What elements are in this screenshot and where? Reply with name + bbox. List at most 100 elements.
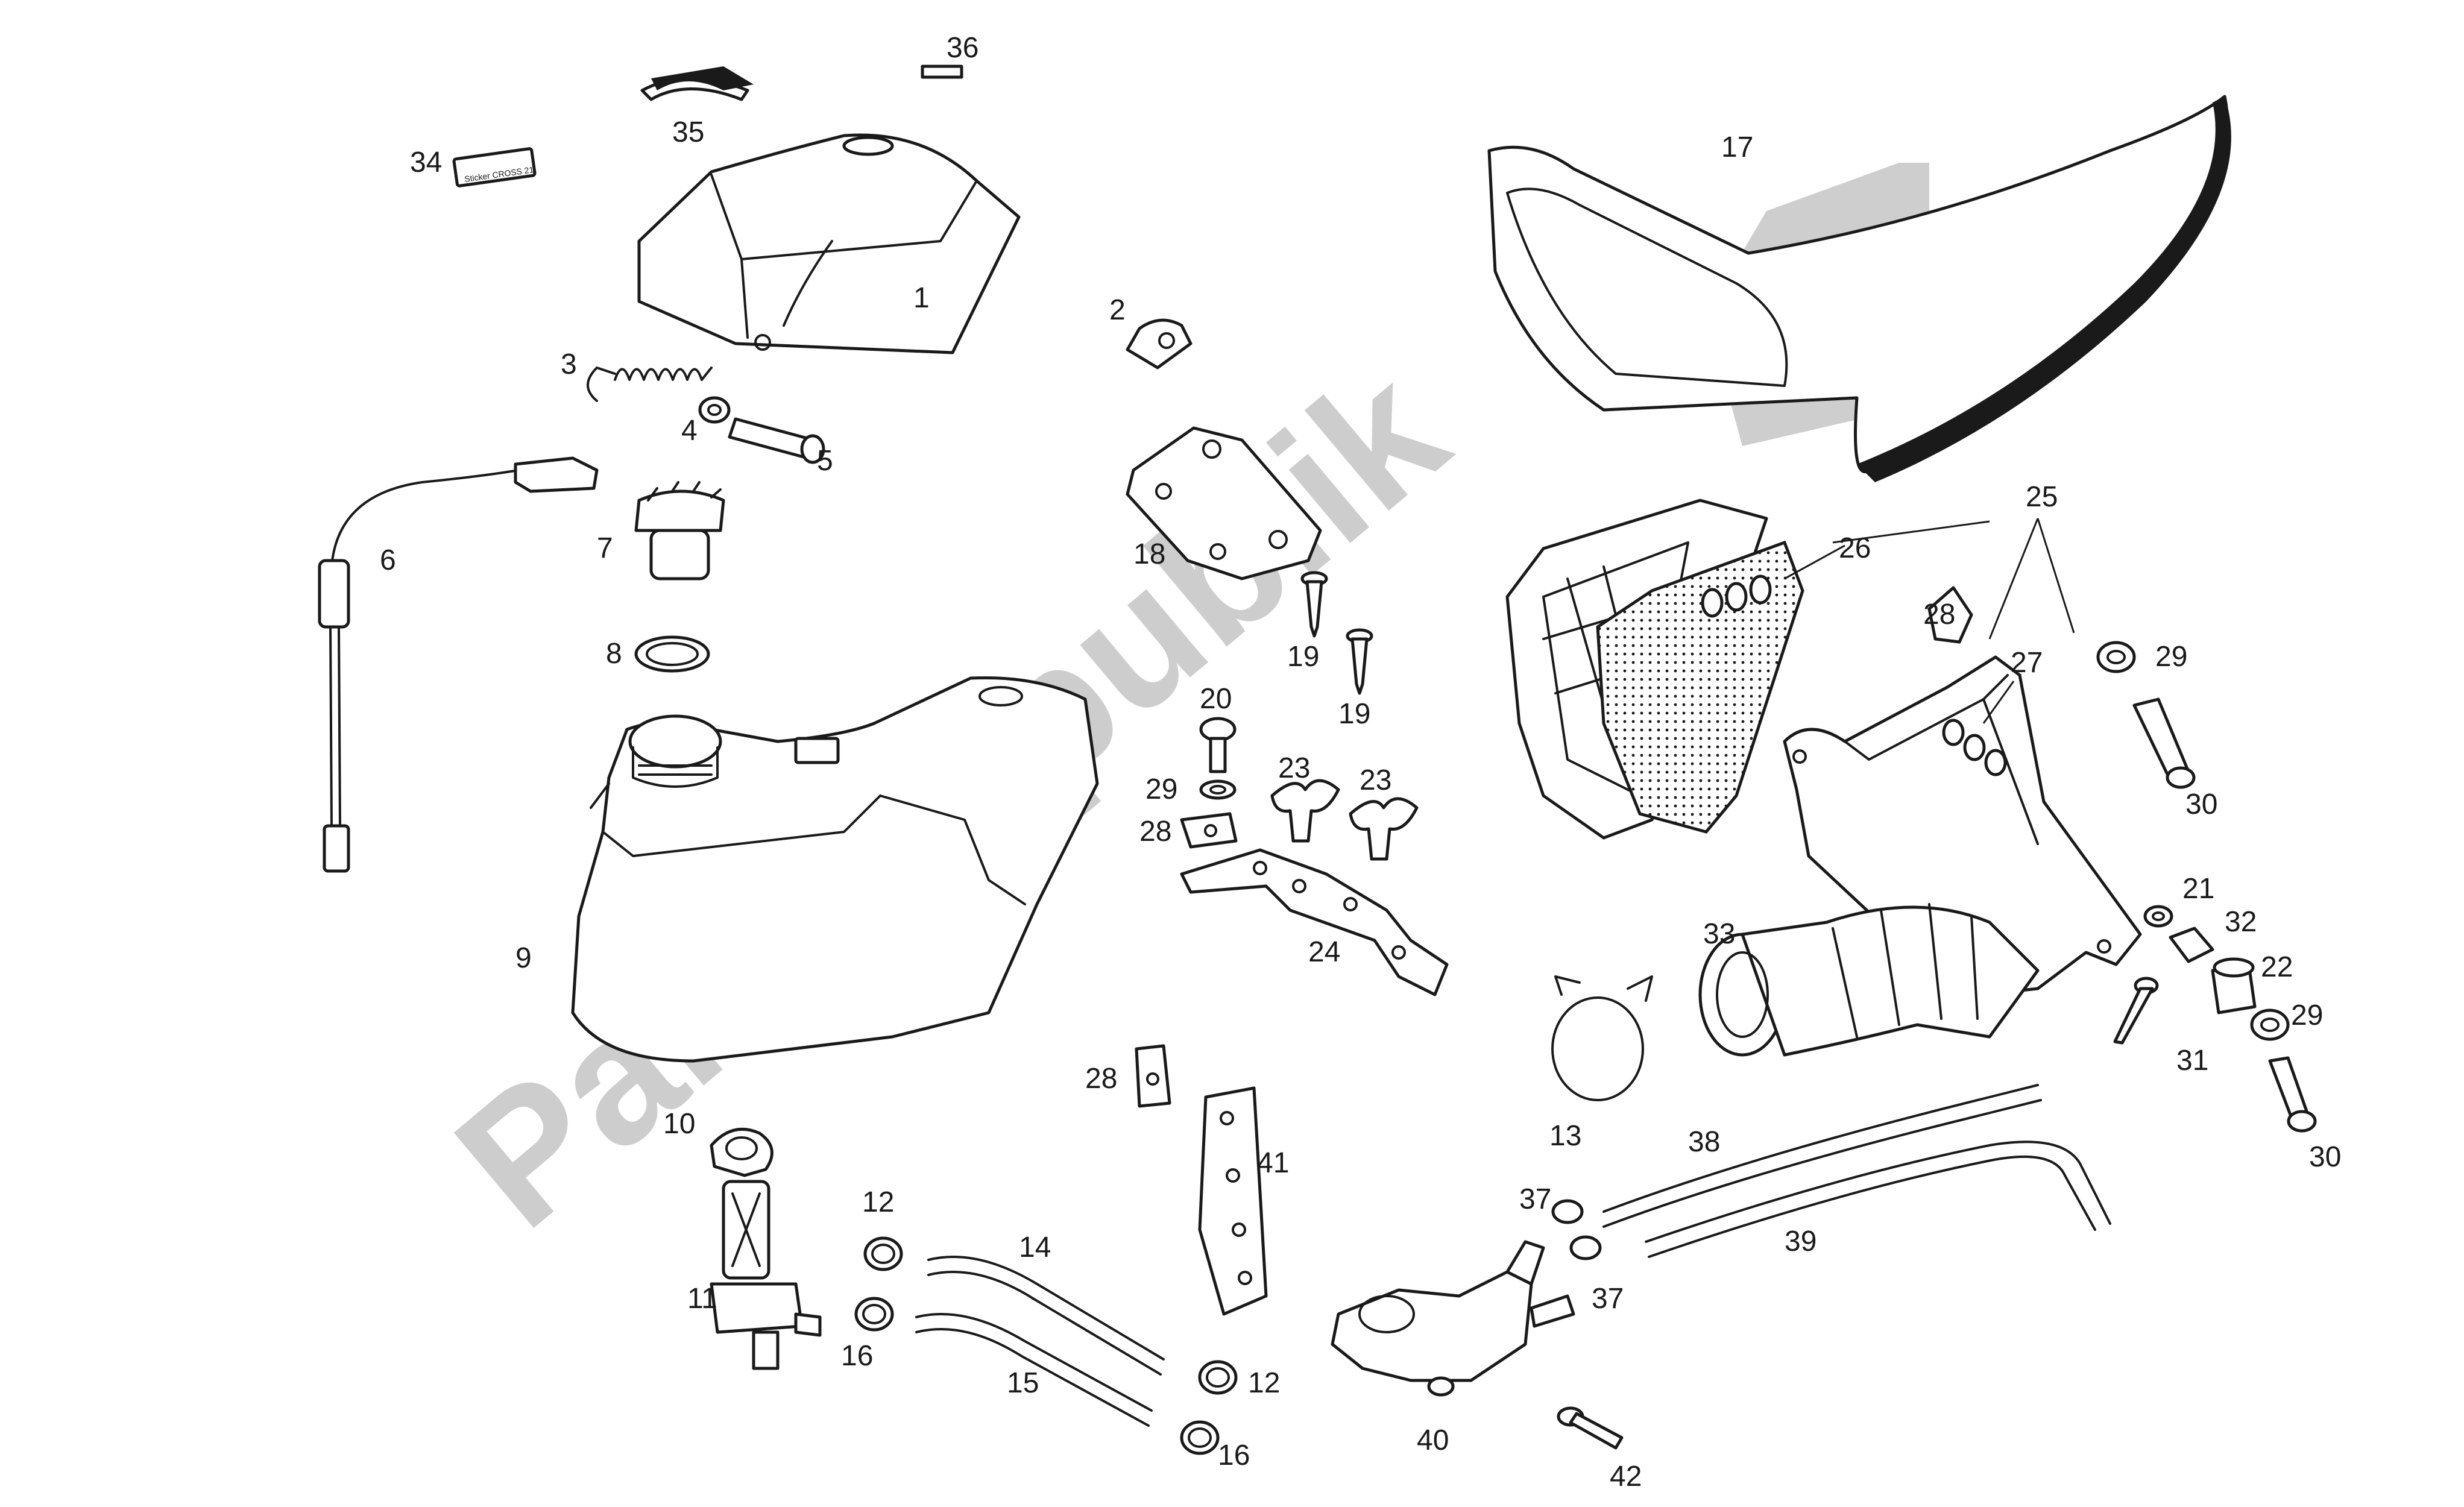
part-21-washer: [2143, 905, 2173, 928]
part-37-clamp-b: [1569, 1235, 1602, 1260]
callout-19a: 19: [1287, 641, 1319, 673]
callout-28b: 28: [1085, 1063, 1117, 1095]
callout-38: 38: [1688, 1126, 1720, 1158]
callout-9: 9: [515, 942, 532, 974]
callout-39: 39: [1785, 1225, 1816, 1257]
part-3-spring: [587, 367, 713, 402]
callout-17: 17: [1721, 131, 1753, 163]
part-39-hose: [1645, 1140, 2111, 1258]
callout-3: 3: [561, 348, 577, 380]
callout-23b: 23: [1360, 764, 1391, 796]
part-16-hose-clamp-a: [854, 1297, 894, 1332]
part-30-bolt-a: [2132, 697, 2196, 789]
part-29-washer-c: [2250, 1008, 2290, 1041]
callout-36: 36: [947, 32, 978, 64]
callout-26: 26: [1839, 532, 1871, 564]
part-42-screw: [1557, 1406, 1624, 1450]
callout-18: 18: [1133, 538, 1165, 570]
callouts: 1 2 3 4 5 6 7 8 9 10 11 12 12 13 14 15 1…: [380, 32, 2341, 1493]
callout-12a: 12: [862, 1186, 894, 1218]
callout-34: 34: [410, 146, 442, 178]
callout-14: 14: [1019, 1232, 1051, 1263]
part-38-hose: [1602, 1084, 2042, 1228]
part-22-grommet: [2211, 957, 2257, 1015]
callout-16b: 16: [1218, 1439, 1250, 1471]
callout-29a: 29: [1145, 773, 1177, 805]
callout-6: 6: [380, 544, 396, 576]
part-41-plate: [1198, 1086, 1268, 1316]
callout-25: 25: [2026, 481, 2058, 513]
part-11-fuel-tap: [710, 1180, 822, 1370]
callout-24: 24: [1308, 936, 1340, 968]
callout-42: 42: [1610, 1461, 1642, 1493]
part-12-hose-clamp-b: [1198, 1360, 1238, 1395]
callout-35: 35: [672, 116, 704, 148]
part-29-washer-b: [2096, 641, 2136, 673]
callout-4: 4: [681, 415, 698, 447]
part-23-wing-nut-a: [1270, 779, 1340, 843]
part-8-gasket: [634, 635, 710, 673]
callout-16a: 16: [841, 1340, 873, 1372]
part-20-bolt: [1199, 717, 1237, 773]
callout-21: 21: [2182, 873, 2214, 905]
callout-30a: 30: [2185, 788, 2217, 820]
callout-37a: 37: [1519, 1183, 1551, 1215]
part-40-valve: [1331, 1240, 1575, 1397]
part-19-screw-b: [1346, 628, 1373, 695]
part-28-clip-a: [1180, 812, 1238, 849]
callout-20: 20: [1200, 683, 1232, 715]
part-17-seat: [1487, 95, 2231, 482]
callout-41: 41: [1257, 1147, 1289, 1179]
part-16-hose-clamp-b: [1180, 1420, 1220, 1455]
part-12-hose-clamp-a: [863, 1236, 903, 1271]
callout-19b: 19: [1338, 698, 1370, 730]
part-28-clip-b: [1135, 1044, 1171, 1108]
callout-28a: 28: [1139, 816, 1171, 848]
callout-1: 1: [913, 282, 930, 314]
callout-32: 32: [2225, 906, 2257, 938]
part-24-bracket: [1180, 848, 1449, 996]
part-4-bushing: [698, 396, 731, 424]
callout-27: 27: [2011, 647, 2043, 679]
part-13-clamp-ring: [1551, 975, 1653, 1101]
callout-37b: 37: [1592, 1283, 1624, 1315]
part-7-fuel-cap: [634, 481, 725, 580]
part-31-screw: [2113, 977, 2159, 1045]
callout-8: 8: [606, 638, 622, 670]
callout-30b: 30: [2309, 1141, 2341, 1173]
callout-40: 40: [1417, 1424, 1449, 1456]
callout-10: 10: [663, 1108, 695, 1140]
part-19-screw-a: [1300, 571, 1328, 638]
part-33-intake-duct: [1698, 903, 2040, 1057]
part-30-bolt-b: [2268, 1056, 2317, 1133]
part-35-decal: [640, 66, 754, 101]
part-28-clip-c: [1927, 586, 1973, 644]
callout-11: 11: [687, 1283, 717, 1315]
part-26-filter-element: [1596, 540, 1804, 834]
part-9-fuel-tank: [571, 676, 1099, 1063]
part-1-tank-cover: [637, 133, 1021, 354]
part-32-clip: [2169, 927, 2214, 963]
callout-29c: 29: [2291, 999, 2323, 1031]
callout-22: 22: [2261, 951, 2293, 983]
callout-33: 33: [1703, 918, 1735, 950]
part-2-clip: [1126, 318, 1193, 370]
callout-5: 5: [817, 445, 833, 477]
part-14-hose: [927, 1256, 1165, 1376]
part-36-decal: [921, 64, 963, 79]
part-18-bracket: [1126, 426, 1322, 580]
part-37-clamp-a: [1551, 1199, 1584, 1224]
part-15-hose: [915, 1313, 1153, 1427]
callout-13: 13: [1549, 1120, 1581, 1152]
callout-2: 2: [1109, 294, 1126, 326]
part-29-washer-a: [1199, 779, 1237, 800]
callout-7: 7: [597, 532, 613, 564]
callout-31: 31: [2176, 1045, 2208, 1077]
part-34-decal: Sticker CROSS 21: [452, 147, 537, 187]
part-10-clamp: [710, 1127, 774, 1177]
leader-lines: [1784, 518, 2075, 724]
callout-28c: 28: [1923, 599, 1955, 631]
part-23-wing-nut-b: [1349, 797, 1419, 861]
callout-12b: 12: [1248, 1367, 1280, 1399]
